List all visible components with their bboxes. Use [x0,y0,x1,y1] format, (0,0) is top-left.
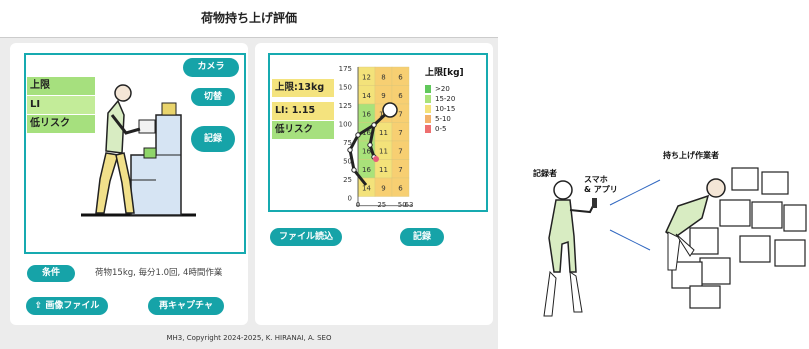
skeleton-joint [367,142,373,148]
image-file-label: 画像ファイル [45,301,100,311]
skeleton-joint [371,122,377,128]
legend-item: 10-15 [425,104,455,114]
legend-item: 5-10 [425,114,455,124]
heatmap-cell-value: 9 [381,184,385,192]
legend: >20 15-20 10-15 5-10 0-5 [425,84,455,134]
legend-swatch [425,115,431,123]
y-tick-label: 125 [339,102,352,110]
legend-swatch [425,105,431,113]
risk-label: 低リスク [27,115,95,133]
heatmap-cell-value: 11 [379,147,388,155]
heatmap-cell-value: 7 [398,110,402,118]
upload-icon: ⇪ [34,301,46,311]
heatmap-cell-value: 6 [398,184,403,192]
recapture-button[interactable]: 再キャプチャ [148,297,224,315]
app-title: 荷物持ち上げ評価 [0,0,498,38]
heatmap-cell-value: 16 [362,129,371,137]
load-point [373,156,379,162]
heatmap-cell-value: 11 [379,166,388,174]
heatmap-cell-value: 7 [398,129,402,137]
heatmap-cell-value: 7 [398,166,402,174]
file-load-button[interactable]: ファイル読込 [270,228,342,246]
image-file-button[interactable]: ⇪ 画像ファイル [26,297,108,315]
x-tick-label: 25 [377,201,386,209]
li-value-label: LI: 1.15 [272,102,334,120]
skeleton-joint [347,147,353,153]
phone-label: スマホ & アプリ [584,175,618,194]
heatmap-cell-value: 14 [362,92,371,100]
legend-item: 0-5 [425,124,455,134]
y-tick-label: 75 [343,139,352,147]
legend-label: 0-5 [435,125,447,133]
heatmap-cell-value: 7 [398,147,402,155]
heatmap-cell-value: 16 [362,166,371,174]
heatmap-cell-value: 6 [398,73,403,81]
legend-swatch [425,125,431,133]
heatmap-cell-value: 16 [362,147,371,155]
skeleton-body [348,108,392,186]
skeleton-head [382,102,398,118]
switch-button[interactable]: 切替 [191,88,235,106]
y-tick-label: 50 [343,158,352,166]
heatmap-cell-value: 14 [362,184,371,192]
app-window: 荷物持ち上げ評価 上限 LI 低リスク カメラ 切替 記録 条件 荷物15kg,… [0,0,498,349]
legend-label: >20 [435,85,450,93]
limit-kg-label: 上限:13kg [272,79,334,97]
legend-swatch [425,85,431,93]
copyright-footer: MH3, Copyright 2024-2025, K. HIRANAI, A.… [166,334,332,342]
heatmap-cell-value: 6 [398,92,403,100]
heatmap-cell-value: 16 [362,110,371,118]
skeleton-joint [355,132,361,138]
y-tick-label: 175 [339,65,352,73]
y-tick-label: 100 [339,121,352,129]
heatmap-cell [391,177,410,197]
x-tick-label: 50 [398,201,407,209]
worker-label: 持ち上げ作業者 [663,151,719,160]
legend-label: 5-10 [435,115,451,123]
camera-button[interactable]: カメラ [183,58,239,77]
legend-swatch [425,95,431,103]
limit-label: 上限 [27,77,95,95]
recorder-label: 記録者 [533,169,557,178]
legend-title: 上限[kg] [425,68,464,78]
legend-item: >20 [425,84,455,94]
legend-item: 15-20 [425,94,455,104]
right-record-button[interactable]: 記録 [400,228,444,246]
conditions-text: 荷物15kg, 毎分1.0回, 4時間作業 [95,268,223,278]
conditions-button[interactable]: 条件 [27,265,75,282]
heatmap-cell-value: 8 [381,73,385,81]
legend-label: 10-15 [435,105,456,113]
legend-label: 15-20 [435,95,456,103]
risk-level-label: 低リスク [272,121,334,139]
worker-pose-illustration [81,84,196,217]
y-tick-label: 25 [343,176,352,184]
li-label: LI [27,96,95,114]
x-tick-label: 63 [405,201,414,209]
heatmap-cell-value: 9 [381,92,385,100]
record-button[interactable]: 記録 [191,126,235,152]
y-tick-label: 150 [339,84,352,92]
heatmap-cell-value: 11 [379,129,388,137]
skeleton-joint [351,167,357,173]
y-tick-label: 0 [348,195,352,203]
heatmap-cell-value: 12 [362,73,371,81]
